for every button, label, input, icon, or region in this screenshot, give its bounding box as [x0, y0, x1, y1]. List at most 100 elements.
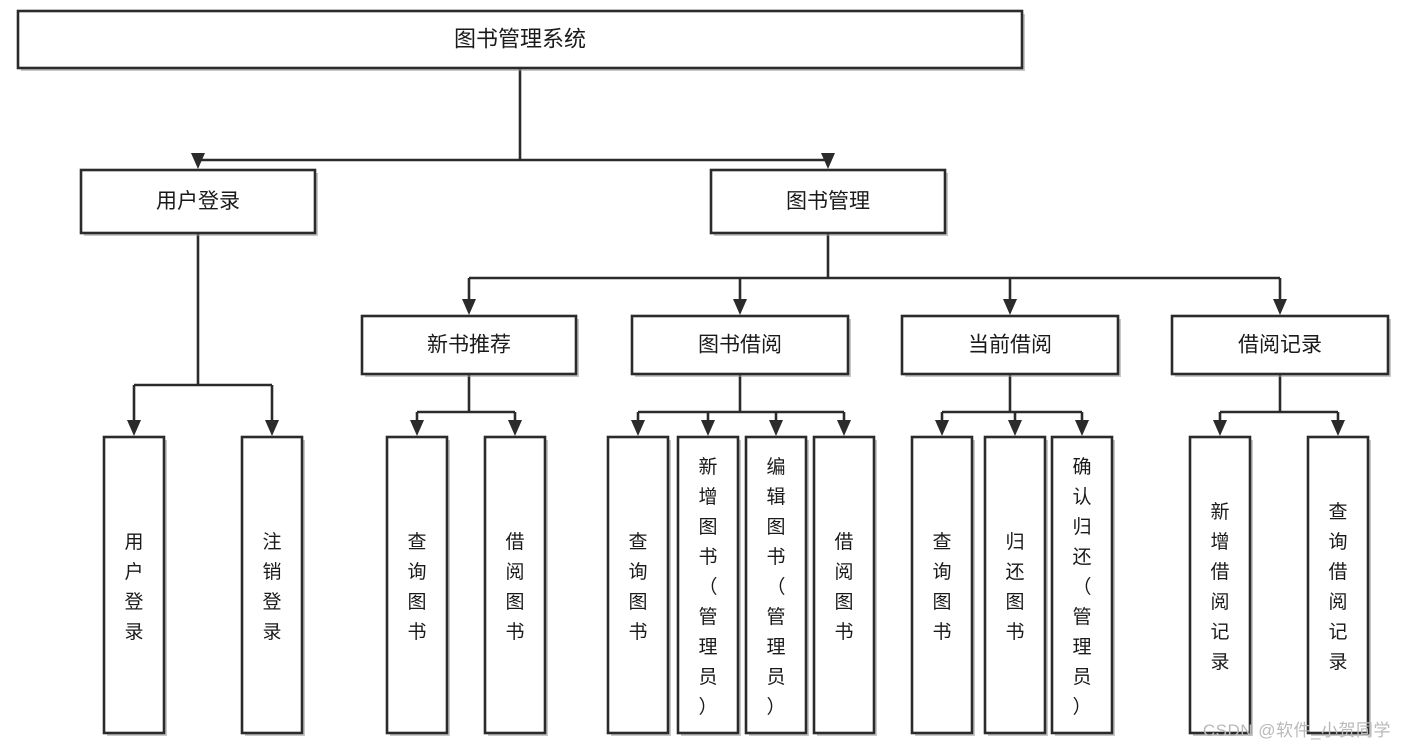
node-label-char: 录: [124, 622, 143, 643]
node-leaf-logout[interactable]: 注销登录注销登录: [240, 435, 305, 736]
node-label-char: 询: [628, 561, 647, 583]
watermark-text: CSDN @软件_小贺同学: [1202, 721, 1391, 740]
node-leaf-query-book-3[interactable]: 查询图书查询图书: [910, 435, 975, 736]
node-leaf-add-record[interactable]: 新增借阅记录新增借阅记录: [1188, 435, 1253, 736]
node-rect[interactable]: [709, 168, 947, 235]
node-label-char: 理: [698, 637, 717, 658]
node-rect[interactable]: [900, 314, 1120, 376]
node-rect[interactable]: [983, 435, 1047, 735]
edge-group-book-borrow: [631, 374, 851, 436]
node-label-char: 查: [407, 531, 426, 553]
node-label-char: 图: [505, 592, 524, 613]
node-label-char: ）: [1072, 696, 1091, 718]
arrow-head-icon: [1008, 420, 1022, 436]
node-label-char: 登: [262, 591, 281, 613]
arrow-head-icon: [1213, 420, 1227, 436]
arrow-head-icon: [631, 420, 645, 436]
node-label-char: 书: [407, 621, 426, 643]
node-label-char: 阅: [834, 561, 853, 583]
node-label-char: 用: [124, 532, 143, 553]
node-rect[interactable]: [1306, 435, 1370, 735]
node-label-char: 图: [628, 592, 647, 613]
node-rect[interactable]: [744, 435, 808, 735]
node-label-char: 还: [1072, 546, 1091, 568]
node-rect[interactable]: [1050, 435, 1114, 735]
arrow-head-icon: [410, 420, 424, 436]
node-label-char: 书: [932, 621, 951, 643]
node-rect[interactable]: [1170, 314, 1390, 376]
node-rect[interactable]: [676, 435, 740, 735]
node-label: 新书推荐: [427, 334, 511, 357]
node-rect[interactable]: [79, 168, 317, 235]
node-leaf-user-login[interactable]: 用户登录用户登录: [102, 435, 167, 736]
node-label-char: 管: [766, 606, 785, 628]
node-label-char: 记: [1328, 621, 1347, 643]
node-label-char: 确: [1072, 456, 1091, 478]
node-label-char: 辑: [766, 486, 785, 508]
node-rect[interactable]: [483, 435, 547, 735]
node-label-char: 管: [1072, 606, 1091, 628]
node-book-borrow[interactable]: 图书借阅: [630, 314, 851, 377]
node-label-char: 阅: [1210, 591, 1229, 613]
node-label-char: （: [698, 576, 717, 598]
node-rect[interactable]: [240, 435, 304, 735]
node-leaf-query-record[interactable]: 查询借阅记录查询借阅记录: [1306, 435, 1371, 736]
arrow-head-icon: [127, 420, 141, 436]
node-label-char: 户: [124, 561, 143, 583]
node-borrow-record[interactable]: 借阅记录: [1170, 314, 1391, 377]
node-label: 当前借阅: [968, 334, 1052, 357]
node-user-login[interactable]: 用户登录: [79, 168, 318, 236]
node-leaf-query-book-2[interactable]: 查询图书查询图书: [606, 435, 671, 736]
node-rect[interactable]: [16, 9, 1024, 70]
node-label-char: 阅: [505, 561, 524, 583]
edge-group-user-login: [127, 233, 279, 436]
node-label: 用户登录: [156, 190, 240, 213]
node-label-char: 图: [932, 592, 951, 613]
node-label-char: 书: [1005, 621, 1024, 643]
node-rect[interactable]: [102, 435, 166, 735]
node-current-borrow[interactable]: 当前借阅: [900, 314, 1121, 377]
node-rect[interactable]: [385, 435, 449, 735]
arrow-head-icon: [935, 420, 949, 436]
node-label: 图书管理: [786, 190, 870, 213]
node-leaf-borrow-book-2[interactable]: 借阅图书借阅图书: [812, 435, 877, 736]
node-label-char: （: [766, 576, 785, 598]
node-label: 图书管理系统: [454, 26, 586, 51]
node-new-book-rec[interactable]: 新书推荐: [360, 314, 579, 377]
node-leaf-borrow-book-1[interactable]: 借阅图书借阅图书: [483, 435, 548, 736]
edge-group-current-borrow: [935, 374, 1089, 436]
node-rect[interactable]: [910, 435, 974, 735]
node-rect[interactable]: [360, 314, 578, 376]
node-label-char: 图: [698, 517, 717, 538]
node-label-char: 查: [628, 531, 647, 553]
node-leaf-return-book[interactable]: 归还图书归还图书: [983, 435, 1048, 736]
arrow-head-icon: [191, 153, 205, 169]
node-label-char: 增: [1210, 531, 1229, 553]
node-rect[interactable]: [606, 435, 670, 735]
node-label-char: 管: [698, 606, 717, 628]
node-label-char: 书: [698, 546, 717, 568]
node-label-char: 编: [766, 456, 785, 478]
node-rect[interactable]: [812, 435, 876, 735]
node-label-char: 新: [1210, 501, 1229, 523]
node-book-manage[interactable]: 图书管理: [709, 168, 948, 236]
node-label-char: 图: [407, 592, 426, 613]
arrow-head-icon: [701, 420, 715, 436]
node-label-char: 询: [407, 561, 426, 583]
node-rect[interactable]: [630, 314, 850, 376]
node-label-char: 书: [766, 546, 785, 568]
node-leaf-query-book-1[interactable]: 查询图书查询图书: [385, 435, 450, 736]
node-root[interactable]: 图书管理系统: [16, 9, 1025, 71]
arrow-head-icon: [1075, 420, 1089, 436]
node-label-char: 询: [932, 561, 951, 583]
node-label-char: 员: [1072, 667, 1091, 688]
node-label-char: 借: [834, 531, 853, 553]
arrow-head-icon: [1273, 299, 1287, 315]
node-label-char: 理: [766, 637, 785, 658]
node-label-char: 录: [1328, 652, 1347, 673]
node-rect[interactable]: [1188, 435, 1252, 735]
